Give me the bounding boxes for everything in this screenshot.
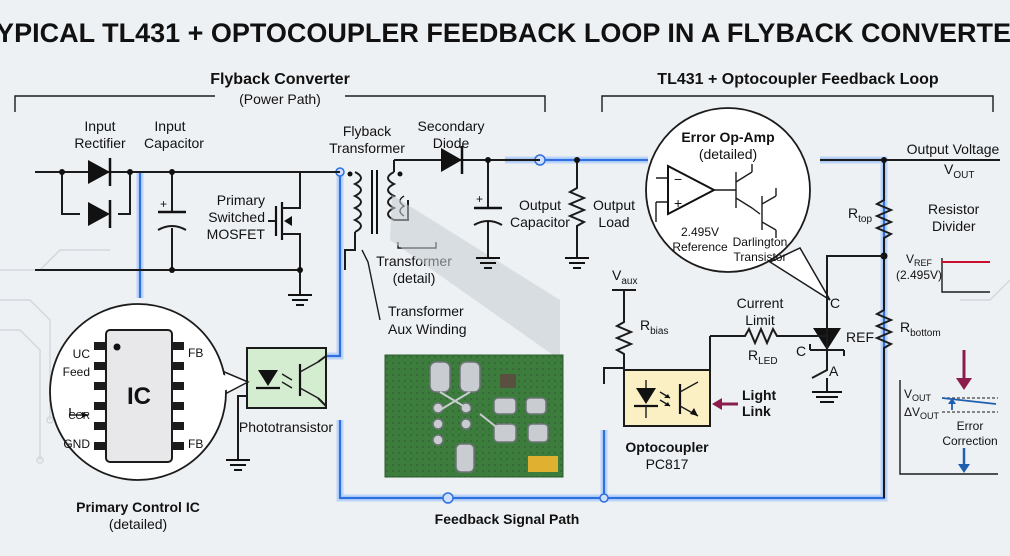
- transformer-label-1: Flyback: [343, 123, 392, 139]
- ic-pin-gnd: GND: [63, 437, 90, 451]
- output-load-label-1: Output: [593, 197, 635, 213]
- rectifier-diode-top: [88, 158, 112, 186]
- transformer-detail-label-2: (detail): [393, 270, 436, 286]
- optocoupler: [623, 369, 711, 427]
- transformer-label-2: Transformer: [329, 140, 405, 156]
- opamp-minus: −: [674, 171, 682, 187]
- rbias-resistor: [603, 289, 636, 384]
- error-opamp-bubble: Error Op-Amp (detailed) − + 2.495V Refer…: [645, 107, 831, 301]
- section-right-title: TL431 + Optocoupler Feedback Loop: [657, 71, 939, 88]
- mosfet-label-2: Switched: [208, 209, 265, 225]
- ic-pin-fb-2: FB: [188, 437, 203, 451]
- opamp-reference-label-1: 2.495V: [681, 225, 719, 239]
- rectifier-diode-bottom: [88, 200, 112, 228]
- vaux-label: Vaux: [612, 267, 637, 287]
- vref-label: VREF: [906, 252, 933, 268]
- tl431-shunt: [809, 292, 845, 403]
- current-limit-label-2: Limit: [745, 312, 775, 328]
- tl431-c-left: C: [796, 343, 806, 359]
- ic-pin-ccr: CCR: [68, 411, 90, 422]
- opamp-reference-label-2: Reference: [672, 240, 728, 254]
- ic-name: IC: [127, 383, 151, 410]
- control-ic-caption-1: Primary Control IC: [76, 499, 200, 515]
- control-ic-caption-2: (detailed): [109, 516, 167, 532]
- error-correction-graph: [899, 350, 998, 475]
- output-capacitor-label-2: Capacitor: [510, 214, 570, 230]
- section-right-bracket: [601, 95, 994, 112]
- error-correction-label-2: Correction: [942, 434, 997, 448]
- mosfet-label-1: Primary: [217, 192, 265, 208]
- input-rectifier-label-1: Input: [84, 118, 115, 134]
- mosfet-label-3: MOSFET: [207, 226, 266, 242]
- control-ic-bubble: IC UC Feed CCR GND FB FB: [49, 303, 250, 481]
- vout-label: VOUT: [944, 161, 974, 181]
- phototransistor: [226, 347, 327, 471]
- aux-winding-label-2: Aux Winding: [388, 321, 467, 337]
- input-capacitor-label-1: Input: [154, 118, 185, 134]
- page-title: TYPICAL TL431 + OPTOCOUPLER FEEDBACK LOO…: [0, 18, 1010, 48]
- rtop-label: Rtop: [848, 205, 872, 225]
- secondary-diode-label-1: Secondary: [418, 118, 485, 134]
- output-voltage-label: Output Voltage: [907, 141, 1000, 157]
- opamp-plus: +: [674, 195, 682, 211]
- darlington-label-1: Darlington: [733, 235, 788, 249]
- resistor-divider-label-2: Divider: [932, 218, 976, 234]
- phototransistor-label: Phototransistor: [239, 419, 333, 435]
- aux-winding-label-1: Transformer: [388, 303, 464, 319]
- pcb-photo: [384, 354, 564, 478]
- secondary-diode: [441, 146, 464, 174]
- mosfet-symbol: [268, 172, 312, 306]
- error-opamp-subtitle: (detailed): [699, 146, 757, 162]
- secondary-diode-label-2: Diode: [433, 135, 470, 151]
- output-capacitor: +: [473, 157, 503, 269]
- rbias-label: Rbias: [640, 317, 668, 337]
- input-capacitor: +: [157, 169, 187, 273]
- ic-pin-feed: Feed: [63, 365, 90, 379]
- light-link-label-1: Light: [742, 387, 777, 403]
- light-link-arrow: [712, 398, 738, 410]
- error-correction-label-1: Error: [957, 419, 984, 433]
- output-load-resistor: [565, 157, 589, 269]
- aux-winding-pointer: [361, 249, 381, 321]
- rbottom-label: Rbottom: [900, 319, 941, 339]
- pc817-label: PC817: [646, 456, 689, 472]
- light-link-label-2: Link: [742, 403, 771, 419]
- resistor-divider-label-1: Resistor: [928, 201, 980, 217]
- input-rectifier-label-2: Rectifier: [74, 135, 126, 151]
- rled-label: RLED: [748, 347, 778, 367]
- output-capacitor-label-1: Output: [519, 197, 561, 213]
- graph-dvout-label: ΔVOUT: [904, 405, 940, 421]
- tl431-a: A: [829, 363, 839, 379]
- tl431-ref: REF: [846, 329, 874, 345]
- error-opamp-title: Error Op-Amp: [681, 129, 774, 145]
- output-load-label-2: Load: [598, 214, 629, 230]
- graph-vout-label: VOUT: [904, 387, 932, 403]
- tl431-c-top: C: [830, 295, 840, 311]
- optocoupler-label: Optocoupler: [625, 439, 709, 455]
- zoom-beam: [390, 195, 560, 360]
- output-cap-plus: +: [476, 192, 483, 206]
- background-traces: [0, 249, 1010, 464]
- ic-pin-fb-1: FB: [188, 346, 203, 360]
- rled-resistor: [710, 326, 827, 346]
- current-limit-label-1: Current: [737, 295, 784, 311]
- input-cap-plus: +: [160, 197, 167, 211]
- vref-value: (2.495V): [896, 268, 942, 282]
- ic-pin-uc: UC: [73, 347, 91, 361]
- darlington-label-2: Transistor: [734, 250, 787, 264]
- input-capacitor-label-2: Capacitor: [144, 135, 204, 151]
- section-left-title: Flyback Converter: [210, 71, 350, 88]
- section-left-bracket: [14, 95, 546, 112]
- section-left-subtitle: (Power Path): [239, 91, 321, 107]
- feedback-path-label: Feedback Signal Path: [435, 511, 580, 527]
